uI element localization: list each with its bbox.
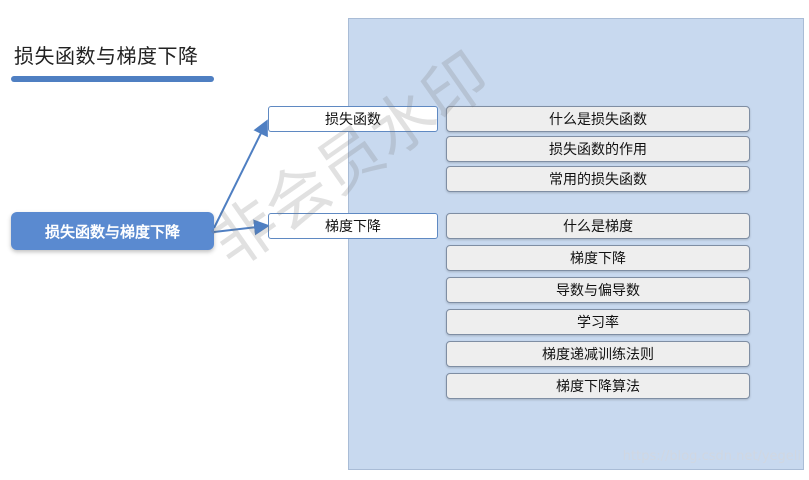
item-loss-function-role[interactable]: 损失函数的作用 [446,136,750,162]
item-gd-algorithm[interactable]: 梯度下降算法 [446,373,750,399]
connector-to-category-1 [213,119,268,229]
category-gradient-descent[interactable]: 梯度下降 [268,213,438,239]
root-topic[interactable]: 损失函数与梯度下降 [11,212,214,250]
item-gradient-descent[interactable]: 梯度下降 [446,245,750,271]
page-title: 损失函数与梯度下降 [14,44,199,68]
item-common-loss-functions[interactable]: 常用的损失函数 [446,166,750,192]
item-what-is-loss-function[interactable]: 什么是损失函数 [446,106,750,132]
item-derivatives[interactable]: 导数与偏导数 [446,277,750,303]
item-learning-rate[interactable]: 学习率 [446,309,750,335]
category-loss-function[interactable]: 损失函数 [268,106,438,132]
item-what-is-gradient[interactable]: 什么是梯度 [446,213,750,239]
title-underline [11,76,214,82]
connector-to-category-2 [213,219,270,236]
item-training-rule[interactable]: 梯度递减训练法则 [446,341,750,367]
source-url: https://blog.csdn.net/yegeli [622,449,801,464]
